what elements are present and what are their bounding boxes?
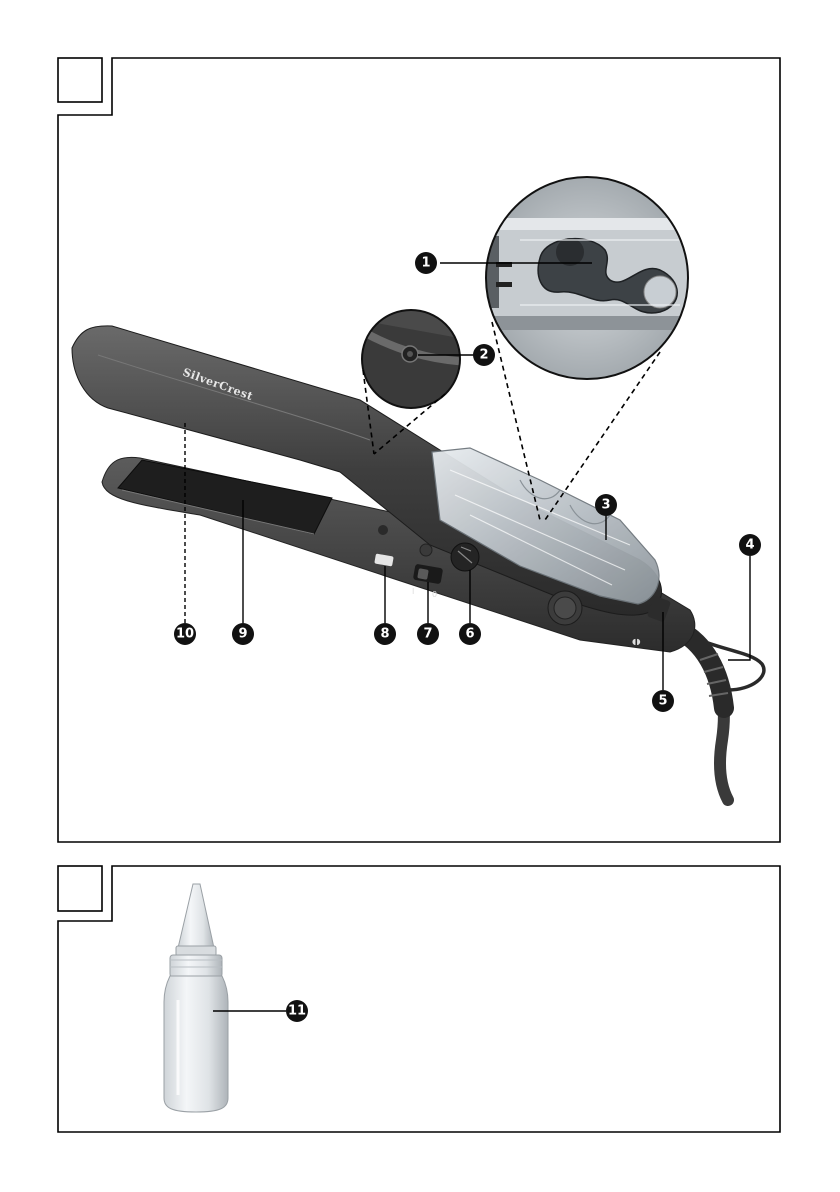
- callout-6: 6: [459, 623, 481, 645]
- svg-text:1: 1: [421, 256, 430, 271]
- figure-1: SilverCrest ◖◗ I 0: [58, 58, 780, 842]
- callout-9: 9: [232, 623, 254, 645]
- callout-3: 3: [595, 494, 617, 516]
- svg-text:2: 2: [479, 348, 488, 363]
- callout-1: 1: [415, 252, 437, 274]
- lock-symbol: ◖◗: [632, 637, 640, 646]
- filling-bottle: [164, 884, 228, 1112]
- callout-7: 7: [417, 623, 439, 645]
- svg-text:4: 4: [745, 538, 754, 553]
- lower-button: [378, 525, 388, 535]
- callout-11: 11: [286, 1000, 308, 1022]
- callout-10: 10: [174, 623, 196, 645]
- svg-text:8: 8: [380, 627, 389, 642]
- svg-text:6: 6: [465, 627, 474, 642]
- figure-2: 11: [58, 866, 780, 1132]
- callout-2: 2: [473, 344, 495, 366]
- svg-text:7: 7: [423, 627, 432, 642]
- svg-text:9: 9: [238, 627, 247, 642]
- svg-text:11: 11: [288, 1004, 306, 1019]
- zoom-steam-outlet-detail: [360, 310, 470, 420]
- temperature-dial: [451, 543, 479, 571]
- indicator-light: [420, 544, 432, 556]
- callout-4: 4: [739, 534, 761, 556]
- zoom-tank-detail: [485, 177, 695, 379]
- switch-mark-off: 0: [432, 590, 437, 599]
- switch-mark-on: I: [412, 587, 414, 596]
- svg-text:5: 5: [658, 694, 667, 709]
- callout-5: 5: [652, 690, 674, 712]
- svg-text:3: 3: [601, 498, 610, 513]
- figure-1-label-box: [58, 58, 102, 102]
- svg-text:10: 10: [176, 627, 194, 642]
- callout-8: 8: [374, 623, 396, 645]
- figure-2-label-box: [58, 866, 102, 911]
